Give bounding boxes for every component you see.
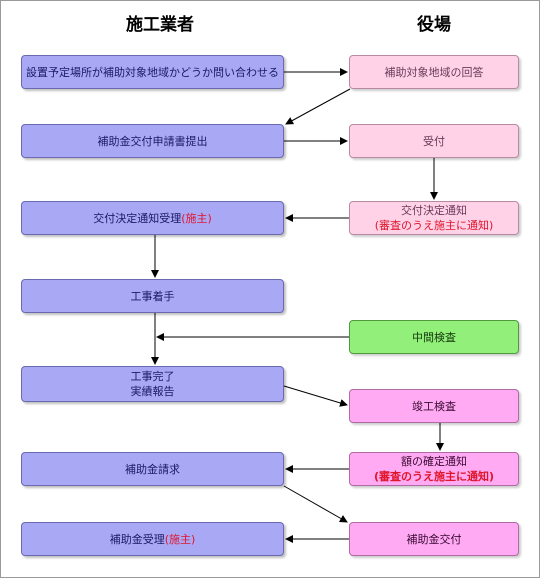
- step-decision-received-label: 交付決定通知受理(施主): [93, 211, 212, 225]
- office-amount-notice-note: (審査のうえ施主に通知): [373, 470, 495, 483]
- step-application-box: 補助金交付申請書提出: [21, 124, 284, 158]
- step-decision-received-box: 交付決定通知受理(施主): [21, 201, 284, 235]
- office-subsidy-payment-label: 補助金交付: [406, 532, 462, 546]
- office-decision-notice-note: (審査のうえ施主に通知): [374, 219, 494, 232]
- office-decision-notice-label: 交付決定通知: [401, 204, 467, 217]
- step-completion-report-box: 工事完了 実績報告: [21, 366, 284, 402]
- office-area-answer-box: 補助対象地域の回答: [349, 55, 519, 89]
- step-inquiry-label: 設置予定場所が補助対象地域かどうか問い合わせる: [26, 65, 279, 79]
- step-completion-label: 工事完了: [130, 370, 175, 383]
- arrow-claim-to-payment: [283, 485, 348, 523]
- arrow-completion-to-inspection: [283, 385, 348, 407]
- office-interim-inspection-label: 中間検査: [412, 330, 456, 344]
- owner-note: (施主): [164, 532, 196, 546]
- step-construction-start-label: 工事着手: [130, 289, 175, 303]
- arrow-answer-to-application: [285, 88, 351, 125]
- office-completion-inspection-label: 竣工検査: [412, 399, 456, 413]
- step-subsidy-received-label: 補助金受理(施主): [109, 532, 196, 546]
- step-construction-start-box: 工事着手: [21, 279, 284, 313]
- office-completion-inspection-box: 竣工検査: [349, 389, 519, 423]
- step-report-label: 実績報告: [130, 385, 175, 398]
- header-contractor: 施工業者: [126, 15, 194, 35]
- owner-note: (施主): [181, 211, 212, 225]
- office-subsidy-payment-box: 補助金交付: [349, 522, 519, 556]
- step-subsidy-claim-label: 補助金請求: [125, 462, 180, 476]
- office-amount-notice-box: 額の確定通知 (審査のうえ施主に通知): [349, 452, 519, 486]
- step-application-label: 補助金交付申請書提出: [97, 134, 208, 148]
- step-subsidy-claim-box: 補助金請求: [21, 452, 284, 486]
- header-town-office: 役場: [417, 15, 451, 35]
- office-interim-inspection-box: 中間検査: [349, 320, 519, 354]
- step-inquiry-box: 設置予定場所が補助対象地域かどうか問い合わせる: [21, 55, 284, 89]
- office-reception-label: 受付: [423, 134, 445, 148]
- office-reception-box: 受付: [349, 124, 519, 158]
- office-area-answer-label: 補助対象地域の回答: [384, 65, 484, 79]
- office-amount-notice-label: 額の確定通知: [401, 455, 467, 468]
- office-decision-notice-box: 交付決定通知 (審査のうえ施主に通知): [349, 201, 519, 235]
- step-subsidy-received-box: 補助金受理(施主): [21, 522, 284, 556]
